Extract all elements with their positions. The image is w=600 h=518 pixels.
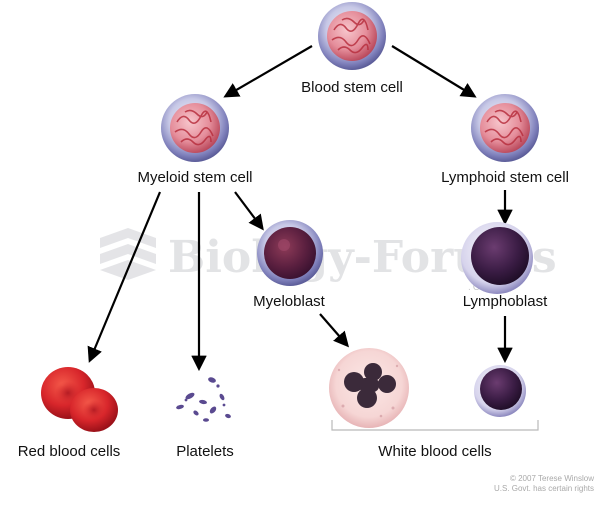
myeloid-stem-cell-icon <box>161 94 229 162</box>
label-myeloid-stem-cell: Myeloid stem cell <box>137 169 252 186</box>
label-myeloblast: Myeloblast <box>253 293 326 310</box>
white-blood-cells-bracket <box>331 420 539 431</box>
arrow-myeloid-to-myeloblast <box>234 191 264 231</box>
credit-line-2: U.S. Govt. has certain rights <box>494 484 594 493</box>
label-white-blood-cells: White blood cells <box>378 443 491 460</box>
watermark-logo-icon <box>100 228 156 280</box>
lymphoblast-icon <box>461 222 533 294</box>
myeloblast-icon <box>257 220 323 286</box>
label-lymphoblast: Lymphoblast <box>463 293 548 310</box>
lymphocyte-icon <box>474 365 526 417</box>
blood-stem-cell-icon <box>318 2 386 70</box>
label-platelets: Platelets <box>176 443 234 460</box>
neutrophil-icon <box>329 348 409 428</box>
arrows <box>87 45 513 372</box>
label-red-blood-cells: Red blood cells <box>18 443 121 460</box>
lymphoid-stem-cell-icon <box>471 94 539 162</box>
arrow-stem-to-lymphoid <box>391 45 477 98</box>
label-lymphoid-stem-cell: Lymphoid stem cell <box>441 169 569 186</box>
credit-line-1: © 2007 Terese Winslow <box>510 474 594 483</box>
red-blood-cells-icon <box>41 367 118 432</box>
platelets-icon <box>176 377 231 422</box>
label-blood-stem-cell: Blood stem cell <box>301 79 403 96</box>
arrow-myeloblast-to-wbc <box>319 313 350 348</box>
arrow-stem-to-myeloid <box>223 45 313 98</box>
arrow-myeloid-to-rbc <box>87 191 162 363</box>
